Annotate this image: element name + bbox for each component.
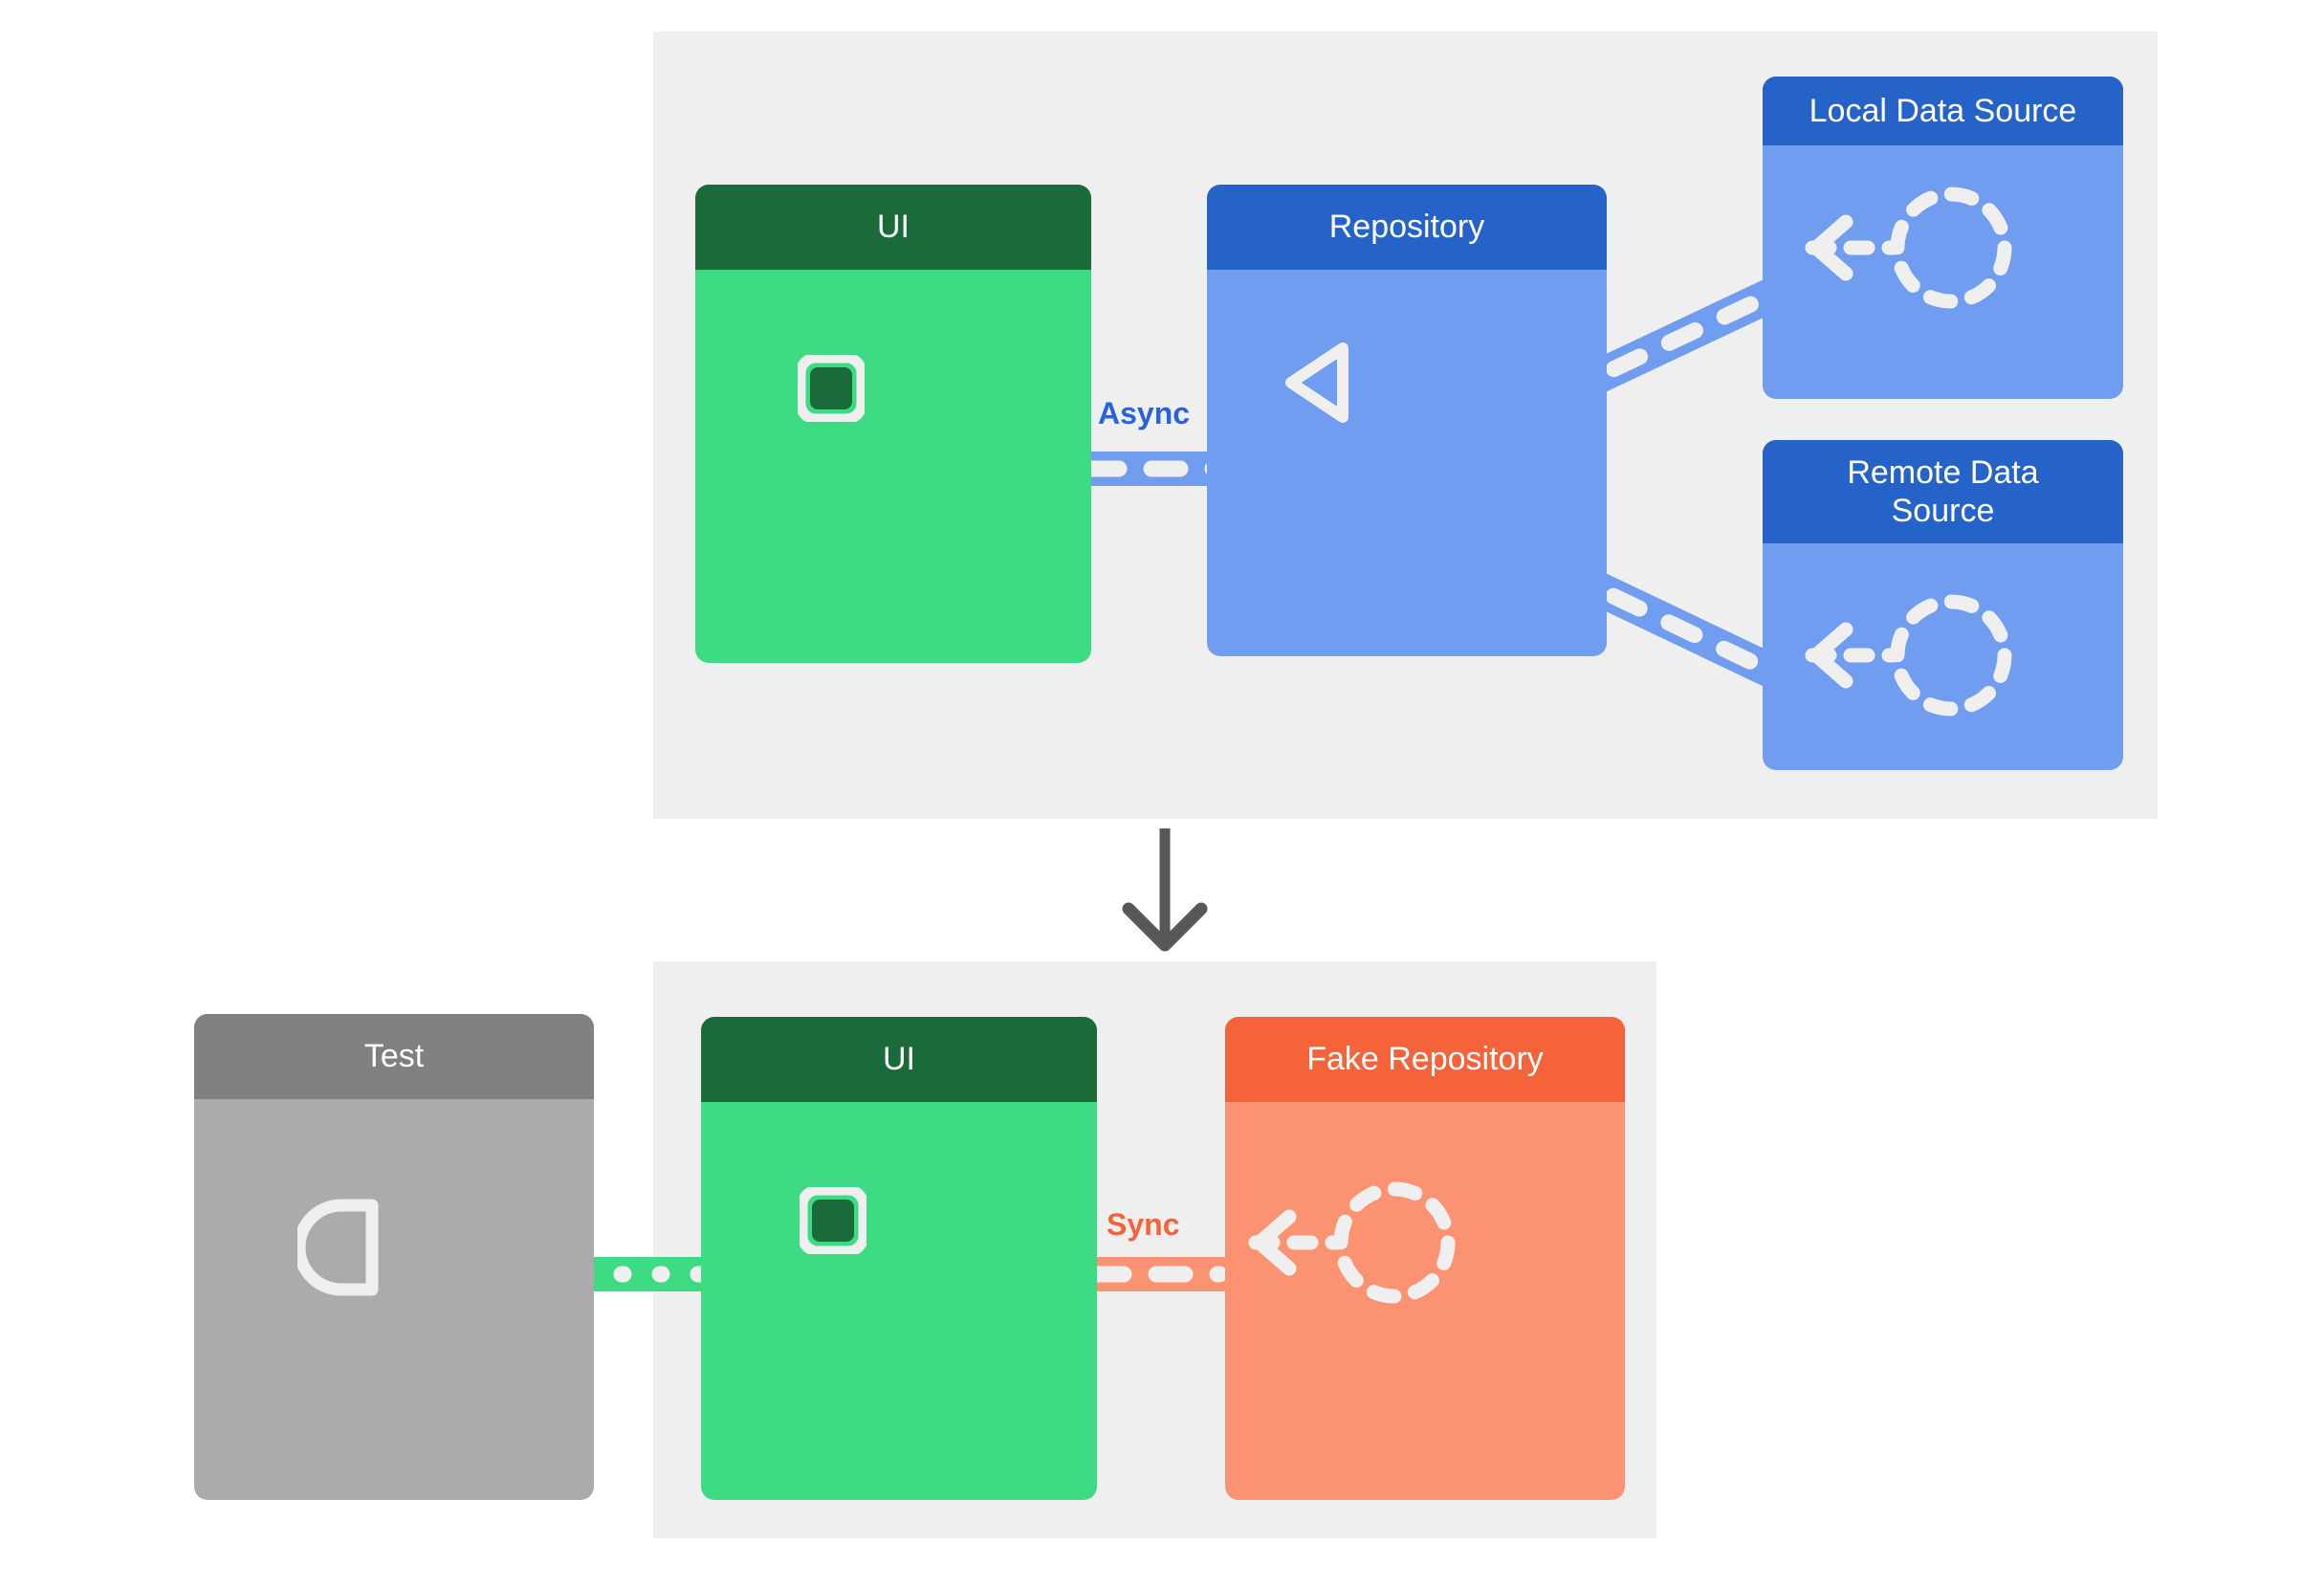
socket-d-icon — [293, 1198, 403, 1298]
test-component[interactable]: Test — [194, 1014, 594, 1500]
local-data-source-title: Local Data Source — [1763, 77, 2123, 145]
sync-connector-label: Sync — [1107, 1207, 1180, 1242]
test-component-body — [194, 1099, 594, 1500]
ui-component-test-body — [701, 1102, 1097, 1500]
ui-component-production-body — [695, 270, 1091, 663]
dashed-circle-arrow-left-icon — [1803, 584, 2032, 727]
remote-data-source-title: Remote Data Source — [1763, 440, 2123, 543]
ui-component-test[interactable]: UI — [701, 1017, 1097, 1500]
repository-component-title: Repository — [1207, 185, 1607, 270]
remote-data-source-component[interactable]: Remote Data Source — [1763, 440, 2123, 770]
dashed-circle-arrow-left-icon — [1246, 1171, 1476, 1314]
fake-repository-title: Fake Repository — [1225, 1017, 1625, 1102]
plug-square-icon — [795, 352, 867, 425]
ui-component-production-title: UI — [695, 185, 1091, 270]
remote-data-source-body — [1763, 543, 2123, 770]
local-data-source-component[interactable]: Local Data Source — [1763, 77, 2123, 399]
triangle-left-icon — [1276, 339, 1364, 427]
local-data-source-body — [1763, 145, 2123, 399]
repository-component[interactable]: Repository — [1207, 185, 1607, 656]
dashed-circle-arrow-left-icon — [1803, 176, 2032, 320]
test-component-title: Test — [194, 1014, 594, 1099]
fake-repository-component[interactable]: Fake Repository — [1225, 1017, 1625, 1500]
fake-repository-body — [1225, 1102, 1625, 1500]
ui-component-production[interactable]: UI — [695, 185, 1091, 663]
plug-square-icon — [797, 1184, 869, 1257]
repository-component-body — [1207, 270, 1607, 656]
async-connector-label: Async — [1098, 396, 1191, 430]
ui-component-test-title: UI — [701, 1017, 1097, 1102]
arrow-down-icon — [1098, 825, 1232, 954]
